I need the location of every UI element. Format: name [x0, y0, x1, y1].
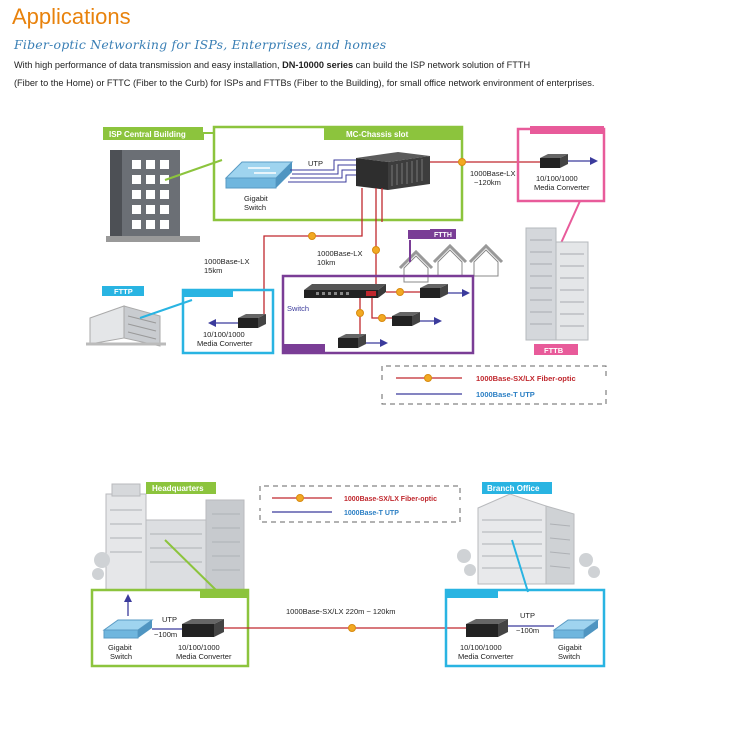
- branch-gigabit-2: Switch: [558, 652, 580, 661]
- mc-right-label-1: 10/100/1000: [536, 174, 578, 183]
- fttb-building: [525, 227, 589, 341]
- branch-gigabit-1: Gigabit: [558, 643, 583, 652]
- branch-box: [444, 588, 606, 668]
- hq-utp: UTP: [162, 615, 177, 624]
- legend-1-fiber: 1000Base-SX/LX Fiber-optic: [476, 374, 576, 383]
- branch-mc-1: 10/100/1000: [460, 643, 502, 652]
- hq-mc-icon: [182, 619, 224, 637]
- link-left-2: 15km: [204, 266, 222, 275]
- gigabit-switch-label-1: Gigabit: [244, 194, 269, 203]
- link-right-1: 1000Base-LX: [470, 169, 515, 178]
- legend-2-utp: 1000Base-T UTP: [344, 510, 399, 517]
- branch-gigabit-switch-icon: [552, 619, 600, 639]
- fiber-connector-4: [348, 624, 356, 632]
- legend-1-utp: 1000Base-T UTP: [476, 390, 535, 399]
- intro-line-1: With high performance of data transmissi…: [14, 60, 530, 70]
- legend-2: 1000Base-SX/LX Fiber-optic 1000Base-T UT…: [259, 485, 461, 523]
- link-right-2: ~120km: [474, 178, 501, 187]
- hq-mc-2: Media Converter: [176, 652, 232, 661]
- fttp-building: [86, 305, 166, 347]
- diagram-enterprise: Headquarters Gigabit Switch UTP ~100m 10…: [90, 482, 606, 668]
- isp-building: [106, 150, 200, 242]
- ftth-switch-icon: [304, 284, 386, 298]
- mc-left-label-1: 10/100/1000: [203, 330, 245, 339]
- intro-line-1-post: can build the ISP network solution of FT…: [353, 60, 531, 70]
- product-name: DN-10000 series: [282, 60, 354, 70]
- hq-mc-1: 10/100/1000: [178, 643, 220, 652]
- fiber-connector-2: [308, 232, 316, 240]
- hq-gigabit-1: Gigabit: [108, 643, 133, 652]
- branch-mc-icon: [466, 619, 508, 637]
- link-left-1: 1000Base-LX: [204, 257, 249, 266]
- link-mid-1: 1000Base-LX: [317, 249, 362, 258]
- isp-label-bg: [103, 127, 203, 140]
- ftth-label: FTTH: [434, 232, 452, 239]
- ftth-mc-2-icon: [392, 312, 420, 326]
- branch-utp: UTP: [520, 611, 535, 620]
- switch-label: Switch: [287, 304, 309, 313]
- page-title: Applications: [12, 4, 131, 29]
- mc-chassis-icon: [356, 152, 430, 190]
- gigabit-switch-label-2: Switch: [244, 203, 266, 212]
- hq-utp-dist: ~100m: [154, 630, 177, 639]
- ftth-box: [281, 274, 475, 355]
- link-mid-2: 10km: [317, 258, 335, 267]
- media-converter-icon: [540, 154, 568, 168]
- mc-left-label-2: Media Converter: [197, 339, 253, 348]
- utp-label-1: UTP: [308, 159, 323, 168]
- fiber-connector-1: [458, 158, 466, 166]
- page-subtitle: Fiber-optic Networking for ISPs, Enterpr…: [14, 37, 387, 52]
- branch-label: Branch Office: [487, 484, 540, 493]
- legend-2-fiber: 1000Base-SX/LX Fiber-optic: [344, 496, 437, 503]
- fiber-connector-3: [372, 246, 380, 254]
- hq-gigabit-switch-icon: [102, 619, 154, 639]
- ftth-mc-1-icon: [420, 284, 448, 298]
- branch-building: [457, 493, 600, 585]
- hq-gigabit-2: Switch: [110, 652, 132, 661]
- diagram-isp: ISP Central Building MC-Chassis slot Gig…: [86, 125, 607, 405]
- fttp-label: FTTP: [114, 287, 133, 296]
- ftth-mc-3-icon: [338, 334, 366, 348]
- intro-line-2: (Fiber to the Home) or FTTC (Fiber to th…: [14, 78, 595, 88]
- hq-label: Headquarters: [152, 484, 204, 493]
- isp-central-label: ISP Central Building: [109, 130, 186, 139]
- fttp-mc-icon: [238, 314, 266, 328]
- branch-mc-2: Media Converter: [458, 652, 514, 661]
- legend-1: 1000Base-SX/LX Fiber-optic 1000Base-T UT…: [381, 365, 607, 405]
- mc-chassis-label: MC-Chassis slot: [346, 130, 409, 139]
- mc-right-label-2: Media Converter: [534, 183, 590, 192]
- intro-line-1-pre: With high performance of data transmissi…: [14, 60, 283, 70]
- utp-bundle: [288, 159, 360, 183]
- gigabit-switch-icon: [224, 161, 294, 189]
- fttb-label: FTTB: [544, 346, 564, 355]
- hq-building: [92, 483, 245, 591]
- link-hq-branch: 1000Base-SX/LX 220m ~ 120km: [286, 607, 395, 616]
- branch-utp-dist: ~100m: [516, 626, 539, 635]
